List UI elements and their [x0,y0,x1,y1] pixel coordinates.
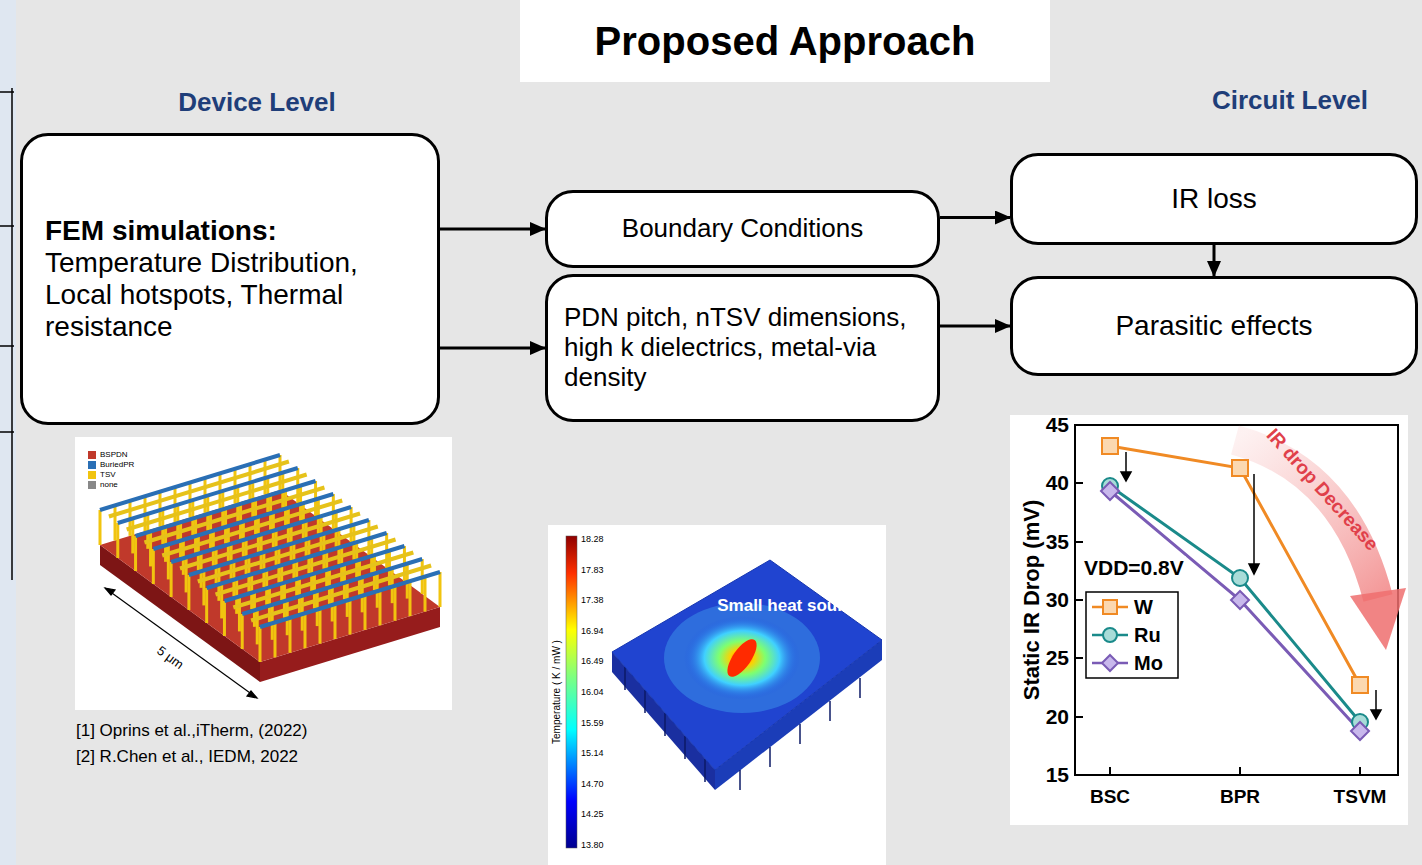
label: 40 [1046,471,1069,494]
label: 25 [1046,646,1069,669]
label: Small heat source [717,597,863,616]
label: 15.14 [581,749,604,759]
process-box: Boundary Conditions [545,190,940,268]
legend-box [1086,592,1178,678]
flow-arrow [440,347,545,350]
label: 45 [1046,413,1069,436]
heatmap-figure [548,525,886,865]
colorbar [566,536,577,848]
box-text: IR loss [1023,183,1405,215]
label: BPR [1220,787,1260,808]
label: 16.94 [581,627,604,637]
trend-arrowhead [1350,588,1406,650]
process-box: PDN pitch, nTSV dimensions, high k diele… [545,274,940,422]
label: Device Level [178,88,336,117]
label: 14.70 [581,780,604,790]
legend-label: W [1134,596,1153,618]
legend-label: Mo [1134,652,1163,674]
title: Proposed Approach [595,19,976,64]
legend-samples [1092,600,1128,671]
label: VDD=0.8V [1082,556,1186,579]
label: 20 [1046,705,1069,728]
nano-tsv-array [100,455,440,682]
label: BSPDN [100,451,128,460]
array-legend [88,451,96,489]
box-text: Parasitic effects [1023,310,1405,342]
legend-label: Ru [1134,624,1161,646]
box-text: PDN pitch, nTSV dimensions, high k diele… [564,303,921,393]
title-box: Proposed Approach [520,0,1050,82]
flow-arrow [1213,245,1216,276]
label: 17.83 [581,566,604,576]
plot-frame [1075,425,1398,775]
label: 30 [1046,588,1069,611]
cut-table [0,88,14,580]
chart-figure [1010,415,1408,825]
label: 17.38 [581,596,604,606]
label: 15 [1046,763,1069,786]
heat-plate [612,560,882,790]
process-box: Parasitic effects [1010,276,1418,376]
label: [2] R.Chen et al., IEDM, 2022 [76,748,298,767]
label: BuriedPR [100,461,134,470]
label: none [100,481,118,490]
label: TSVM [1334,787,1387,808]
flow-arrow [440,228,545,231]
label: Static IR Drop (mV) [1020,500,1044,700]
label: Circuit Level [1212,86,1368,115]
process-box: FEM simulations:Temperature Distribution… [20,133,440,425]
flow-arrow [940,325,1010,328]
label: 35 [1046,530,1069,553]
label: [1] Oprins et al.,iTherm, (2022) [76,722,307,741]
shift-arrows [1121,452,1381,719]
box-text: FEM simulations: [45,215,415,247]
label: 16.04 [581,688,604,698]
label: 13.80 [581,841,604,851]
process-box: IR loss [1010,153,1418,245]
label: 15.59 [581,719,604,729]
box-text: Temperature Distribution, Local hotspots… [45,247,415,344]
label: TSV [100,471,116,480]
array-figure [75,437,452,710]
axis-ticks [1075,483,1360,775]
label: Temperature ( K / mW ) [551,640,562,744]
label: BSC [1090,787,1130,808]
side-strip [0,0,16,865]
label: 18.28 [581,535,604,545]
label: 14.25 [581,810,604,820]
dimension-arrow [105,588,257,698]
panel [16,0,1422,865]
flow-arrow [940,216,1010,219]
label: 16.49 [581,657,604,667]
box-text: Boundary Conditions [558,214,927,244]
